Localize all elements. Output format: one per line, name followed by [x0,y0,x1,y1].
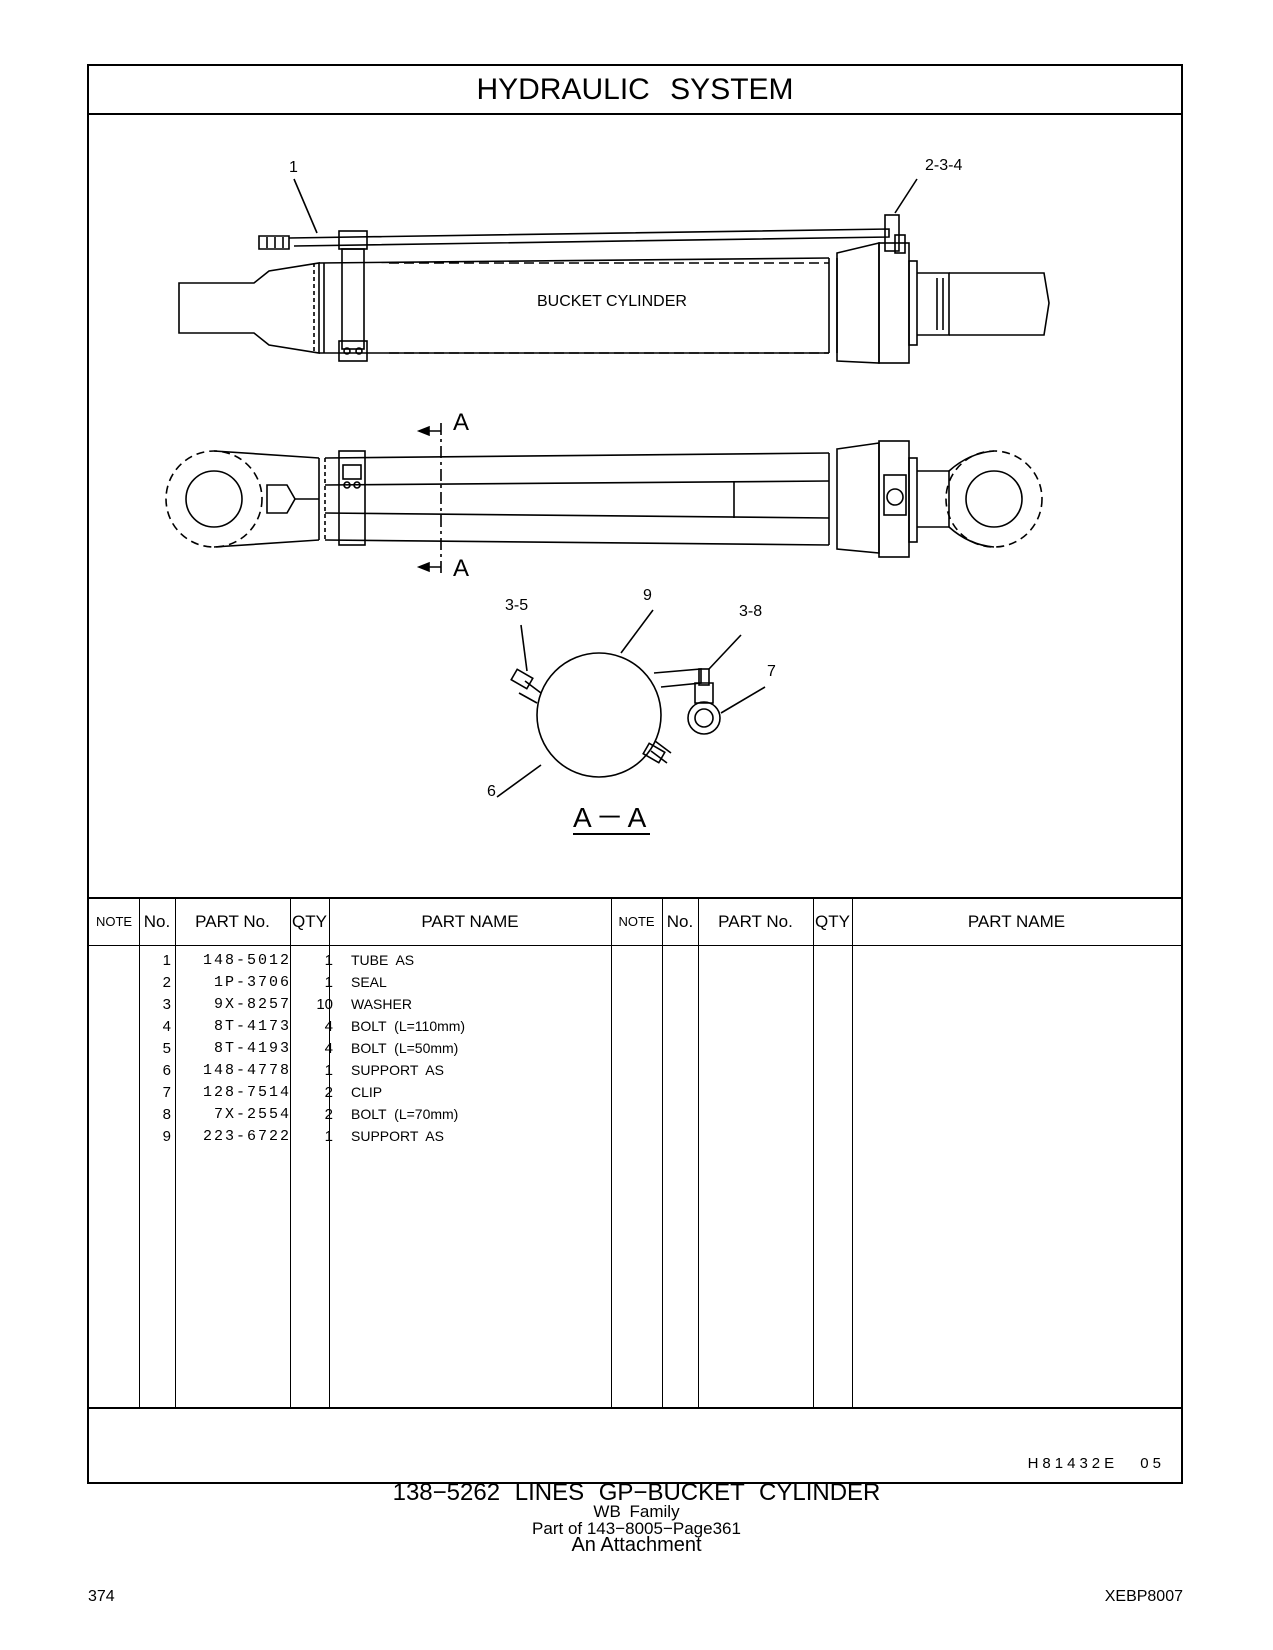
col-divider [139,899,140,1409]
table-row: 3 9X-8257 10 WASHER [89,993,1181,1016]
part-number: 8T-4173 [213,1018,291,1035]
caption-title: 138−5262 LINES GP−BUCKET CYLINDER [392,1479,881,1506]
part-number: 8T-4193 [213,1040,291,1057]
header-part-name: PART NAME [421,912,519,931]
col-divider [329,899,330,1409]
col-divider [698,899,699,1409]
part-item-no: 5 [162,1040,171,1057]
col-divider [611,899,612,1409]
caption-family: WB Family [593,1502,680,1521]
technical-drawing: 1 2-3-4 BUCKET CYLINDER A A 3-5 9 3-8 7 … [89,113,1181,897]
table-row: 6 148-4778 1 SUPPORT AS [89,1059,1181,1082]
header-part-no: PART No. [195,912,270,931]
header-note-2: NOTE [618,914,655,929]
header-qty: QTY [292,912,327,931]
part-name: BOLT (L=70mm) [351,1106,459,1122]
caption-part-of: Part of 143−8005−Page361 [532,1519,741,1538]
part-item-no: 1 [162,952,171,969]
section-marker-bottom: A [453,555,470,582]
table-row: 2 1P-3706 1 SEAL [89,971,1181,994]
part-item-no: 8 [162,1106,171,1123]
part-number: 7X-2554 [213,1106,291,1123]
header-part-no-2: PART No. [718,912,793,931]
col-divider [662,899,663,1409]
part-number: 9X-8257 [213,996,291,1013]
page-title: HYDRAULIC SYSTEM [89,66,1181,115]
header-note: NOTE [95,914,133,929]
drawing-footer: H81432E 05 [89,1407,1181,1484]
part-name: BOLT (L=50mm) [351,1040,459,1056]
part-item-no: 3 [162,996,171,1013]
part-name: BOLT (L=110mm) [351,1018,466,1034]
col-divider [175,899,176,1409]
part-name: SUPPORT AS [351,1062,444,1078]
header-no-2: No. [666,912,694,931]
part-qty: 4 [324,1018,333,1035]
part-qty: 2 [324,1084,333,1101]
table-row: 7 128-7514 2 CLIP [89,1081,1181,1104]
header-divider [89,945,1181,946]
component-label: BUCKET CYLINDER [537,293,687,310]
table-row: 5 8T-4193 4 BOLT (L=50mm) [89,1037,1181,1060]
part-name: CLIP [351,1084,383,1100]
callout-3-8: 3-8 [739,603,763,620]
part-qty: 1 [324,1128,333,1145]
part-qty: 4 [324,1040,333,1057]
cylinder-drawing-svg [165,178,1050,798]
table-row: 4 8T-4173 4 BOLT (L=110mm) [89,1015,1181,1038]
part-item-no: 7 [162,1084,171,1101]
part-item-no: 2 [162,974,171,991]
part-name: TUBE AS [351,952,415,968]
callout-1: 1 [289,159,298,176]
part-qty: 2 [324,1106,333,1123]
part-qty: 1 [324,1062,333,1079]
header-qty-2: QTY [815,912,850,931]
col-divider [852,899,853,1409]
parts-table: NOTE No. PART No. QTY PART NAME NOTE No.… [89,897,1181,1409]
col-divider [813,899,814,1409]
header-no: No. [143,912,171,931]
table-row: 9 223-6722 1 SUPPORT AS [89,1125,1181,1148]
callout-2-3-4: 2-3-4 [925,157,963,174]
part-name: SEAL [351,974,387,990]
callout-6: 6 [487,783,496,800]
part-item-no: 9 [162,1128,171,1145]
section-marker-top: A [453,409,470,436]
part-qty: 10 [316,996,333,1013]
col-divider [290,899,291,1409]
part-number: 148-4778 [202,1062,291,1079]
table-row: 8 7X-2554 2 BOLT (L=70mm) [89,1103,1181,1126]
part-number: 1P-3706 [213,974,291,991]
part-number: 148-5012 [202,952,291,969]
callout-3-5: 3-5 [505,597,529,614]
part-name: SUPPORT AS [351,1128,444,1144]
part-qty: 1 [324,974,333,991]
header-part-name-2: PART NAME [967,912,1066,931]
part-number: 128-7514 [202,1084,291,1101]
part-qty: 1 [324,952,333,969]
table-row: 1 148-5012 1 TUBE AS [89,949,1181,972]
section-view-label: A－A [573,802,651,835]
callout-9: 9 [643,587,652,604]
part-number: 223-6722 [202,1128,291,1145]
drawing-code: H81432E 05 [1027,1455,1165,1472]
part-item-no: 6 [162,1062,171,1079]
page-frame: HYDRAULIC SYSTEM [87,64,1183,1484]
callout-7: 7 [767,663,776,680]
part-name: WASHER [351,996,412,1012]
page-number: 374 [88,1588,115,1605]
part-item-no: 4 [162,1018,171,1035]
caption-attachment: An Attachment [571,1534,702,1556]
document-code: XEBP8007 [1104,1588,1183,1605]
